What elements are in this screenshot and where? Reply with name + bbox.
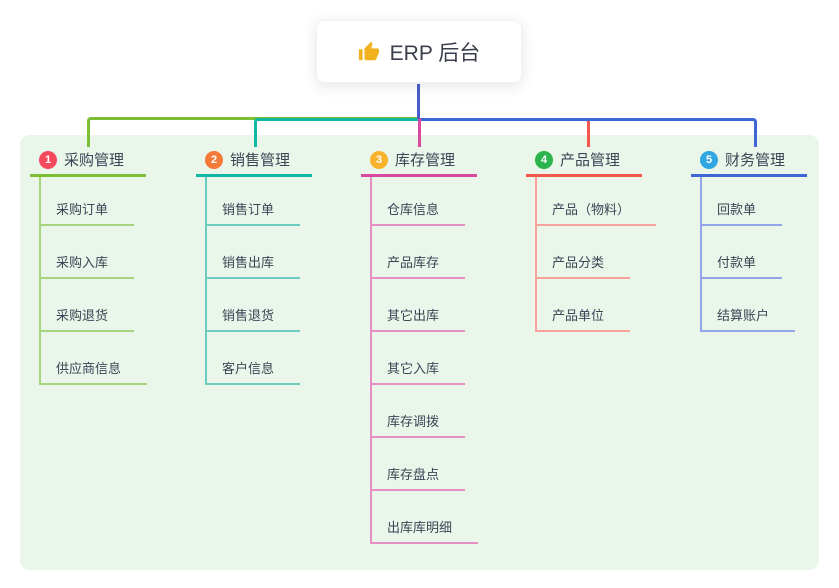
branch-children: 销售订单 销售出库 销售退货 客户信息	[205, 177, 356, 385]
child-node[interactable]: 其它出库	[372, 279, 466, 332]
branch-label: 采购管理	[64, 152, 125, 169]
child-node[interactable]: 结算账户	[702, 279, 796, 332]
child-node[interactable]: 出库库明细	[372, 491, 479, 544]
child-node[interactable]: 产品分类	[537, 226, 631, 279]
child-label: 付款单	[717, 255, 757, 270]
branch-header-finance[interactable]: 5 财务管理	[691, 145, 807, 177]
child-node[interactable]: 销售退货	[207, 279, 301, 332]
branch-label: 产品管理	[560, 152, 621, 169]
child-label: 其它出库	[387, 308, 440, 323]
child-label: 销售订单	[222, 202, 275, 217]
branch-header-product[interactable]: 4 产品管理	[526, 145, 642, 177]
badge-4: 4	[535, 150, 553, 169]
branch-header-sales[interactable]: 2 销售管理	[196, 145, 312, 177]
child-node[interactable]: 采购订单	[41, 177, 135, 226]
branch-header-purchase[interactable]: 1 采购管理	[30, 145, 146, 177]
branch-label: 库存管理	[395, 152, 456, 169]
connector-root	[417, 84, 420, 119]
branch-children: 采购订单 采购入库 采购退货 供应商信息	[39, 177, 190, 385]
branch-label: 销售管理	[230, 152, 291, 169]
child-node[interactable]: 采购退货	[41, 279, 135, 332]
root-title: ERP 后台	[389, 41, 481, 65]
child-label: 产品（物料）	[552, 202, 631, 217]
child-node[interactable]: 回款单	[702, 177, 783, 226]
child-label: 回款单	[717, 202, 757, 217]
child-label: 产品单位	[552, 308, 605, 323]
child-label: 结算账户	[717, 308, 770, 323]
child-node[interactable]: 仓库信息	[372, 177, 466, 226]
child-node[interactable]: 销售出库	[207, 226, 301, 279]
badge-2: 2	[205, 150, 223, 169]
child-label: 产品分类	[552, 255, 605, 270]
child-node[interactable]: 库存盘点	[372, 438, 466, 491]
connector-finance	[418, 118, 757, 147]
root-node[interactable]: ERP 后台	[316, 20, 522, 83]
child-label: 产品库存	[387, 255, 440, 270]
branch-children: 仓库信息 产品库存 其它出库 其它入库 库存调拨 库存盘点 出库库明细	[370, 177, 521, 544]
thumbs-up-icon	[358, 41, 380, 63]
branch-children: 回款单 付款单 结算账户	[700, 177, 839, 332]
child-label: 采购订单	[56, 202, 109, 217]
branch-purchase: 1 采购管理 采购订单 采购入库 采购退货 供应商信息	[30, 145, 190, 385]
connector-sales	[254, 118, 418, 147]
child-label: 库存盘点	[387, 467, 440, 482]
branch-product: 4 产品管理 产品（物料） 产品分类 产品单位	[526, 145, 686, 332]
child-node[interactable]: 产品库存	[372, 226, 466, 279]
child-label: 库存调拨	[387, 414, 440, 429]
branch-children: 产品（物料） 产品分类 产品单位	[535, 177, 686, 332]
child-label: 销售出库	[222, 255, 275, 270]
connector-purchase	[87, 117, 418, 147]
branch-finance: 5 财务管理 回款单 付款单 结算账户	[691, 145, 839, 332]
child-label: 仓库信息	[387, 202, 440, 217]
child-node[interactable]: 采购入库	[41, 226, 135, 279]
child-node[interactable]: 付款单	[702, 226, 783, 279]
badge-5: 5	[700, 150, 718, 169]
badge-3: 3	[370, 150, 388, 169]
child-node[interactable]: 供应商信息	[41, 332, 148, 385]
badge-1: 1	[39, 150, 57, 169]
branches-panel	[20, 135, 819, 570]
child-label: 采购入库	[56, 255, 109, 270]
child-node[interactable]: 其它入库	[372, 332, 466, 385]
child-node[interactable]: 库存调拨	[372, 385, 466, 438]
connector-inventory	[418, 118, 421, 147]
child-node[interactable]: 销售订单	[207, 177, 301, 226]
child-label: 供应商信息	[56, 361, 122, 376]
child-label: 出库库明细	[387, 520, 453, 535]
child-label: 采购退货	[56, 308, 109, 323]
child-label: 销售退货	[222, 308, 275, 323]
child-label: 客户信息	[222, 361, 275, 376]
child-label: 其它入库	[387, 361, 440, 376]
child-node[interactable]: 产品单位	[537, 279, 631, 332]
branch-inventory: 3 库存管理 仓库信息 产品库存 其它出库 其它入库 库存调拨 库存盘点 出库库…	[361, 145, 521, 544]
branch-label: 财务管理	[725, 152, 786, 169]
child-node[interactable]: 客户信息	[207, 332, 301, 385]
branch-header-inventory[interactable]: 3 库存管理	[361, 145, 477, 177]
branch-sales: 2 销售管理 销售订单 销售出库 销售退货 客户信息	[196, 145, 356, 385]
child-node[interactable]: 产品（物料）	[537, 177, 657, 226]
